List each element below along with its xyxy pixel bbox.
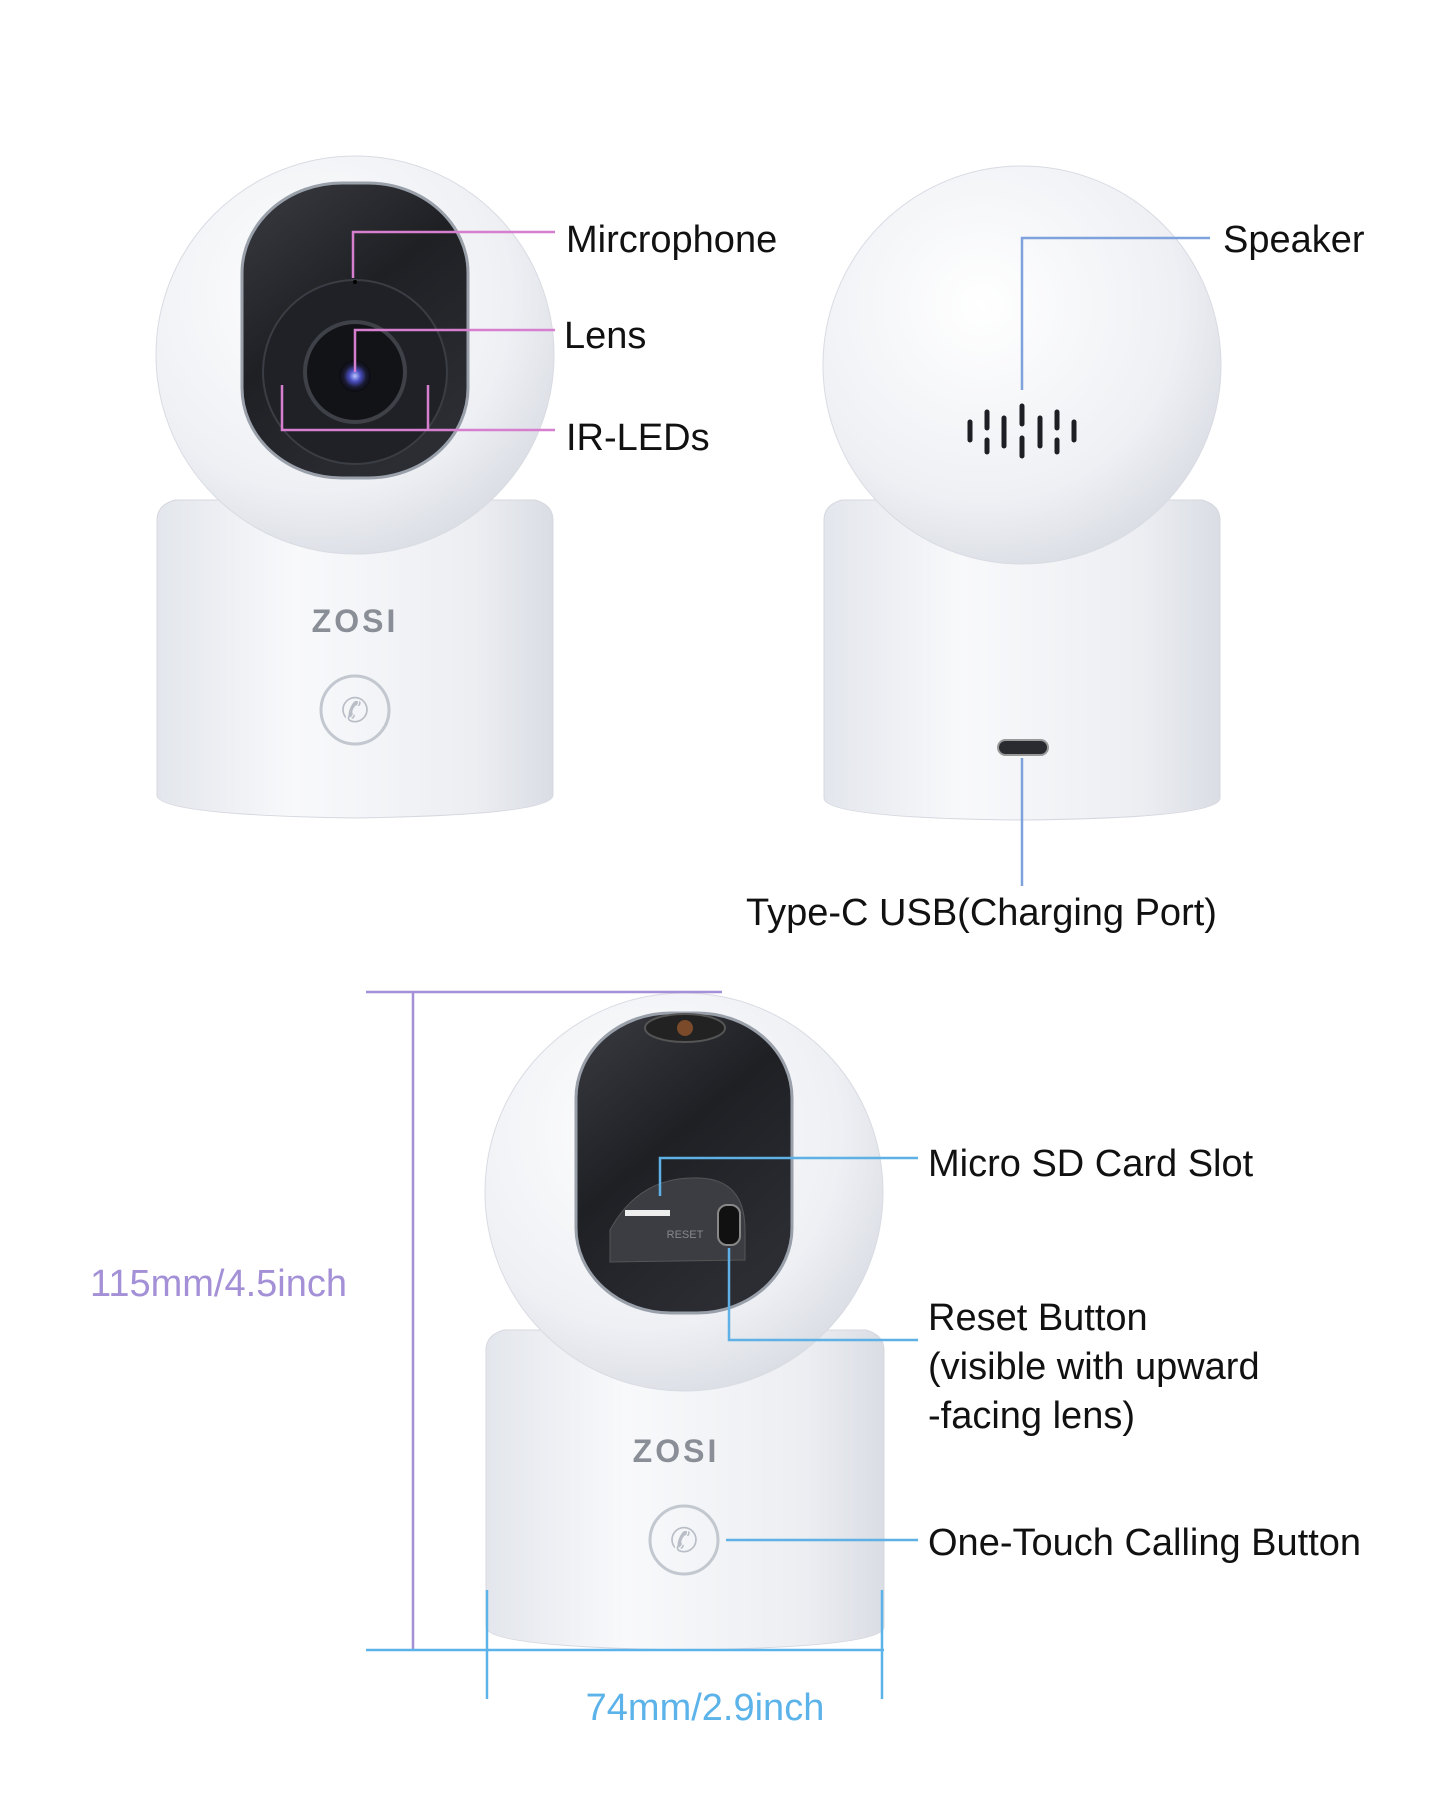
- label-call-button: One-Touch Calling Button: [928, 1522, 1361, 1564]
- svg-text:✆: ✆: [670, 1521, 699, 1561]
- back-callouts: [1020, 236, 1210, 886]
- label-lens: Lens: [564, 315, 646, 357]
- reset-print: RESET: [667, 1229, 704, 1241]
- label-speaker: Speaker: [1223, 219, 1365, 261]
- front-callouts: [280, 230, 555, 432]
- brand-logo: ZOSI: [312, 603, 399, 639]
- call-button-icon: ✆: [319, 674, 391, 746]
- height-dimension: 115mm/4.5inch: [90, 990, 722, 1650]
- label-reset-line1: Reset Button: [928, 1297, 1148, 1339]
- label-ir-leds: IR-LEDs: [566, 417, 710, 459]
- brand-logo: ZOSI: [633, 1433, 720, 1469]
- speaker-grille-icon: [967, 403, 1077, 459]
- usb-c-port-icon: [997, 739, 1049, 756]
- width-dimension: 74mm/2.9inch: [366, 1590, 884, 1729]
- microphone-hole: [353, 280, 357, 284]
- front-camera: ZOSI ✆ Mircrophone Lens IR-LEDs: [155, 155, 777, 819]
- lens-window: [574, 1011, 794, 1315]
- width-label: 74mm/2.9inch: [586, 1687, 825, 1729]
- label-reset-line3: -facing lens): [928, 1395, 1135, 1437]
- sd-slot-icon: [625, 1210, 670, 1216]
- tilted-camera: RESET ZOSI ✆ Micro SD Card Slot Reset Bu…: [484, 992, 1361, 1651]
- label-microphone: Mircrophone: [566, 219, 777, 261]
- height-label: 115mm/4.5inch: [90, 1263, 347, 1305]
- svg-text:✆: ✆: [341, 691, 370, 731]
- label-reset-line2: (visible with upward: [928, 1346, 1260, 1388]
- reset-button-icon: [717, 1204, 741, 1246]
- call-button-icon: ✆: [648, 1504, 720, 1576]
- back-camera: Speaker Type-C USB(Charging Port): [746, 165, 1365, 934]
- label-sd-slot: Micro SD Card Slot: [928, 1143, 1254, 1185]
- tilted-callouts: [658, 1156, 918, 1542]
- label-usb-port: Type-C USB(Charging Port): [746, 892, 1217, 934]
